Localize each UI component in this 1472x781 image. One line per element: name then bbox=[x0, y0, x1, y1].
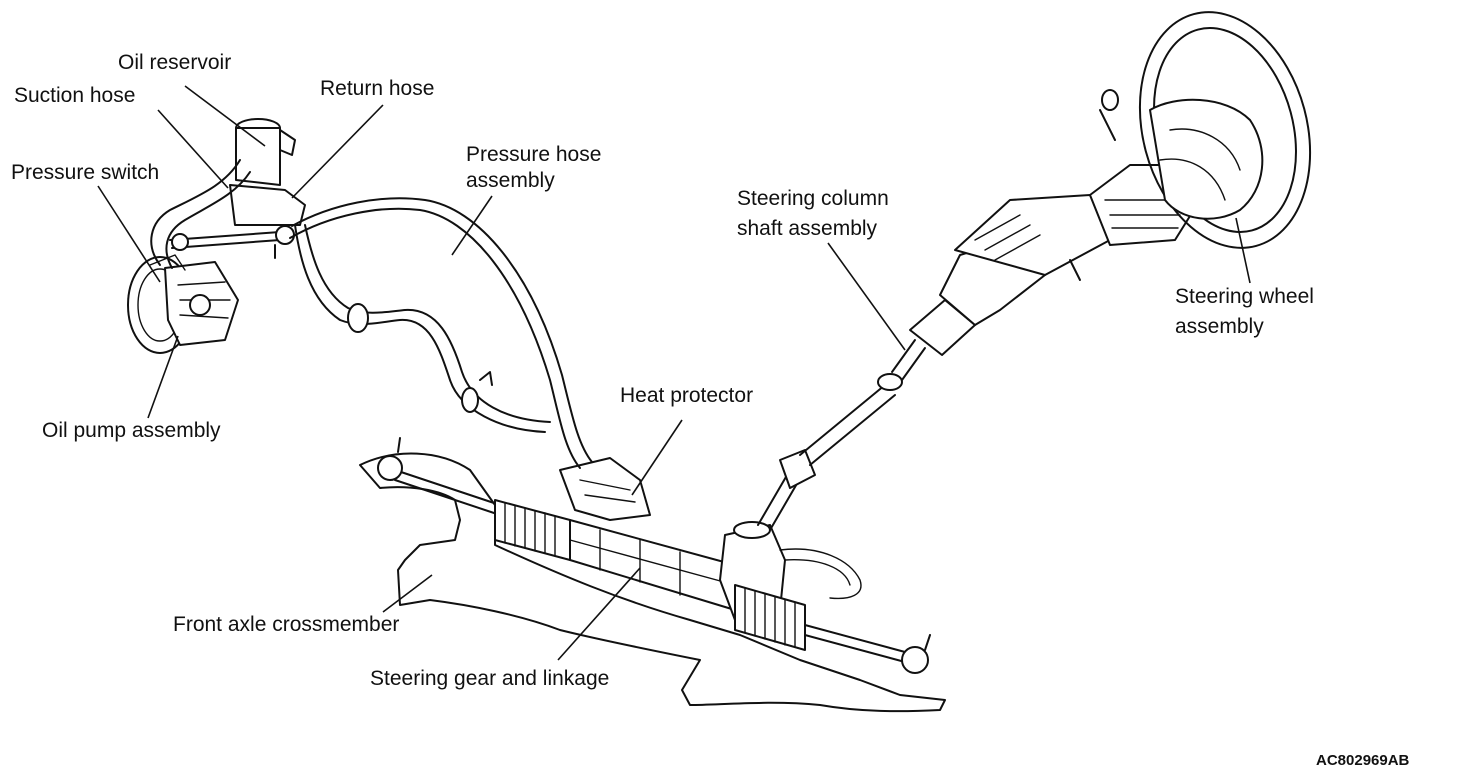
label-steering-column-2: shaft assembly bbox=[737, 217, 878, 240]
label-steering-wheel-2: assembly bbox=[1175, 315, 1264, 338]
front-axle-crossmember-drawing bbox=[359, 452, 946, 713]
label-steering-column-1: Steering column bbox=[737, 187, 889, 210]
label-return-hose: Return hose bbox=[320, 77, 435, 100]
steering-gear-drawing bbox=[377, 437, 931, 674]
hoses-drawing bbox=[150, 159, 593, 469]
label-pressure-hose-2: assembly bbox=[466, 169, 555, 192]
oil-reservoir-drawing bbox=[229, 118, 306, 226]
label-heat-protector: Heat protector bbox=[620, 384, 754, 407]
label-pressure-hose-1: Pressure hose bbox=[466, 143, 602, 166]
label-steering-gear: Steering gear and linkage bbox=[370, 667, 610, 690]
label-front-axle-crossmember: Front axle crossmember bbox=[173, 613, 400, 636]
label-oil-reservoir: Oil reservoir bbox=[118, 51, 232, 74]
label-oil-pump: Oil pump assembly bbox=[42, 419, 221, 442]
label-pressure-switch: Pressure switch bbox=[11, 161, 160, 184]
label-steering-wheel-1: Steering wheel bbox=[1175, 285, 1314, 308]
figure-code: AC802969AB bbox=[1316, 752, 1410, 769]
oil-pump-drawing bbox=[127, 254, 239, 354]
leader-lines bbox=[97, 85, 1251, 661]
steering-wheel-drawing bbox=[1138, 11, 1312, 249]
label-suction-hose: Suction hose bbox=[14, 84, 136, 107]
